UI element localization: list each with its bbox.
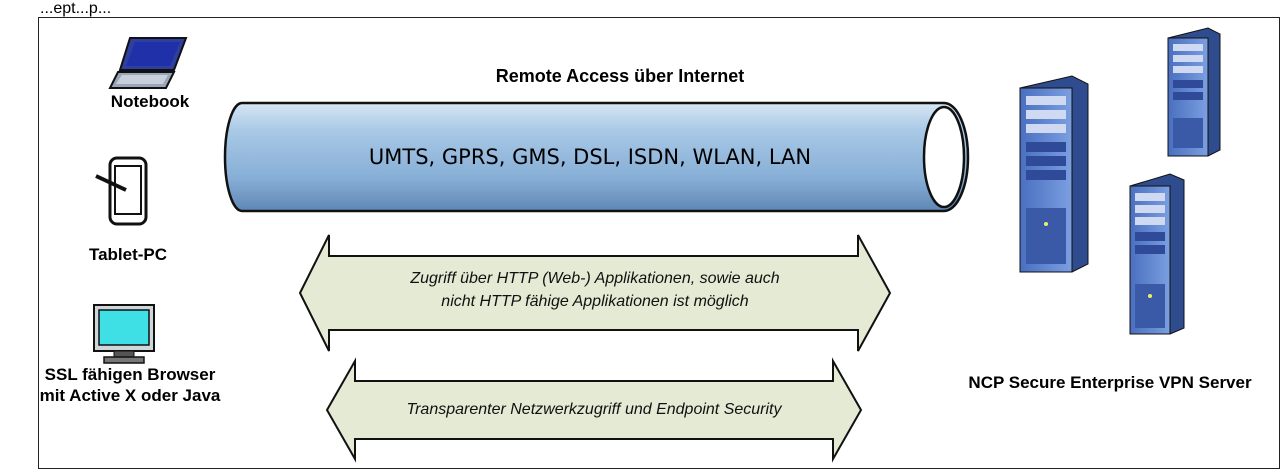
monitor-icon <box>93 304 155 364</box>
network-tube <box>223 101 970 213</box>
arrow-http-line1: Zugriff über HTTP (Web-) Applikationen, … <box>410 270 780 287</box>
arrow-http-access <box>298 234 892 352</box>
server-label: NCP Secure Enterprise VPN Server <box>968 373 1252 392</box>
diagram-title: Remote Access über Internet <box>495 66 745 86</box>
tube-label: UMTS, GPRS, GMS, DSL, ISDN, WLAN, LAN <box>368 145 812 169</box>
arrow-http-text: Zugriff über HTTP (Web-) Applikationen, … <box>330 267 860 313</box>
server-b <box>1019 75 1089 273</box>
server-icon <box>1019 27 1221 335</box>
arrow-http-line2: nicht HTTP fähige Applikationen ist mögl… <box>441 293 749 310</box>
top-cutoff-text: ...ept...p... <box>40 0 112 17</box>
notebook-label: Notebook <box>110 92 190 111</box>
arrow-network-text: Transparenter Netzwerkzugriff und Endpoi… <box>406 401 782 418</box>
browser-label: SSL fähigen Browser mit Active X oder Ja… <box>20 364 240 406</box>
server-c <box>1129 173 1185 335</box>
diagram-frame <box>38 17 1280 469</box>
tablet-label: Tablet-PC <box>88 245 168 264</box>
browser-label-line1: SSL fähigen Browser <box>44 365 216 384</box>
browser-label-line2: mit Active X oder Java <box>39 386 221 405</box>
notebook-icon <box>108 37 188 89</box>
server-a <box>1167 27 1221 157</box>
tablet-icon <box>95 156 148 226</box>
arrow-network-access <box>325 357 863 463</box>
